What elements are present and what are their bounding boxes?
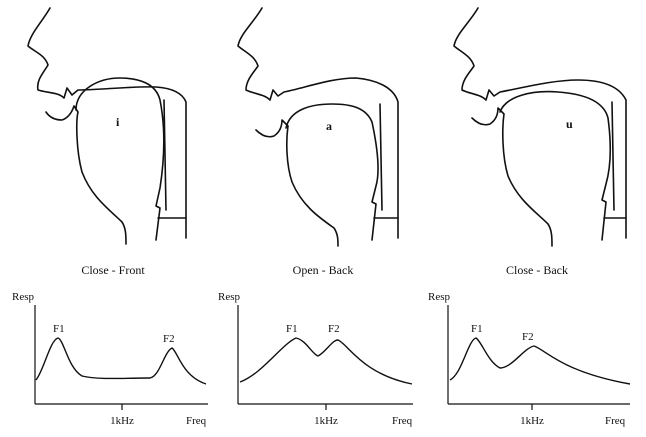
x-axis-label: Freq (186, 415, 207, 427)
vowel-label-u: u (566, 117, 573, 131)
pharynx-wall (612, 102, 614, 210)
x-tick-label: 1kHz (520, 415, 544, 427)
x-tick-label: 1kHz (110, 415, 134, 427)
formant-f2-label: F2 (522, 331, 534, 343)
vocal-tract-open-back: a (238, 8, 398, 246)
formant-f1-label: F1 (471, 323, 483, 335)
tongue (76, 78, 164, 240)
lower-jaw-profile (256, 120, 338, 246)
spectrum-close-back: Resp 1kHz Freq F1 F2 (428, 291, 630, 427)
y-axis-label: Resp (218, 291, 241, 303)
vowel-label-a: a (326, 119, 332, 133)
lower-jaw-profile (472, 108, 552, 246)
upper-face-profile (28, 8, 186, 238)
x-axis-label: Freq (605, 415, 626, 427)
tongue (286, 104, 378, 240)
vowel-label-i: i (116, 115, 120, 129)
y-axis-label: Resp (12, 291, 35, 303)
response-curve (36, 338, 206, 384)
spectrum-open-back: Resp 1kHz Freq F1 F2 (218, 291, 413, 427)
spectrum-close-front: Resp 1kHz Freq F1 F2 (12, 291, 208, 427)
vocal-tract-close-front: i (28, 8, 186, 244)
formant-f2-label: F2 (328, 323, 340, 335)
formant-f1-label: F1 (286, 323, 298, 335)
pharynx-wall (164, 100, 166, 210)
formant-f2-label: F2 (163, 333, 175, 345)
response-curve (240, 338, 412, 384)
lower-jaw-profile (46, 106, 126, 244)
vocal-tract-close-back: u (454, 8, 626, 246)
x-axis-label: Freq (392, 415, 413, 427)
caption-open-back: Open - Back (293, 263, 354, 277)
y-axis-label: Resp (428, 291, 451, 303)
caption-close-front: Close - Front (81, 263, 145, 277)
x-tick-label: 1kHz (314, 415, 338, 427)
caption-close-back: Close - Back (506, 263, 568, 277)
pharynx-wall (380, 104, 382, 210)
tongue (500, 92, 610, 240)
response-curve (450, 338, 630, 384)
formant-f1-label: F1 (53, 323, 65, 335)
